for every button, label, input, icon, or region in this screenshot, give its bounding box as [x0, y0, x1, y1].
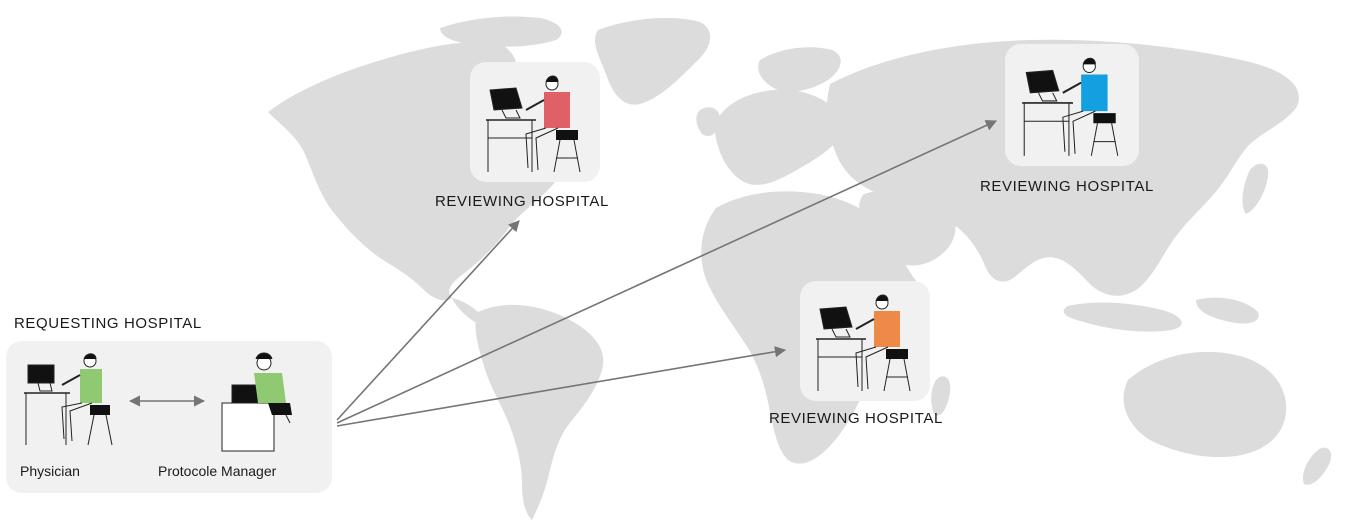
- physician-label: Physician: [20, 463, 80, 479]
- manager-figure: [221, 352, 292, 452]
- reviewing-hospital-label-1: REVIEWING HOSPITAL: [435, 193, 609, 210]
- reviewer-2-figure: [1022, 57, 1119, 156]
- protocole-manager-label: Protocole Manager: [158, 463, 277, 479]
- reviewing-hospital-tile-2: [1005, 44, 1139, 166]
- papua: [1196, 297, 1259, 324]
- reviewing-hospital-label-2: REVIEWING HOSPITAL: [980, 178, 1154, 195]
- uk: [696, 107, 720, 137]
- asia: [826, 39, 1299, 296]
- requesting-hospital-panel: Physician Protocole Manager: [6, 341, 332, 493]
- arrow-to-reviewer-1: [336, 220, 520, 421]
- arrow-to-reviewer-3: [336, 346, 787, 427]
- requesting-hospital-title: REQUESTING HOSPITAL: [14, 315, 202, 332]
- arrow-to-reviewer-2: [336, 120, 998, 424]
- reviewing-hospital-tile-1: [470, 62, 600, 182]
- south-america: [475, 304, 604, 520]
- reviewing-hospital-tile-3: [800, 281, 930, 401]
- physician-figure: [24, 353, 113, 446]
- reviewer-3-figure: [816, 294, 911, 392]
- australia: [1123, 351, 1287, 458]
- requesting-scene: [24, 352, 292, 452]
- madagascar: [931, 376, 951, 416]
- reviewer-1-figure: [486, 75, 581, 173]
- arctic-islands: [440, 16, 562, 47]
- central-america: [452, 298, 484, 325]
- greenland: [595, 17, 711, 105]
- connections: [336, 120, 998, 427]
- indonesia: [1063, 302, 1182, 332]
- new-zealand: [1302, 447, 1332, 485]
- europe: [715, 89, 842, 185]
- reviewing-hospital-label-3: REVIEWING HOSPITAL: [769, 410, 943, 427]
- japan: [1242, 163, 1269, 214]
- scandinavia: [758, 47, 841, 92]
- continents: [268, 16, 1332, 520]
